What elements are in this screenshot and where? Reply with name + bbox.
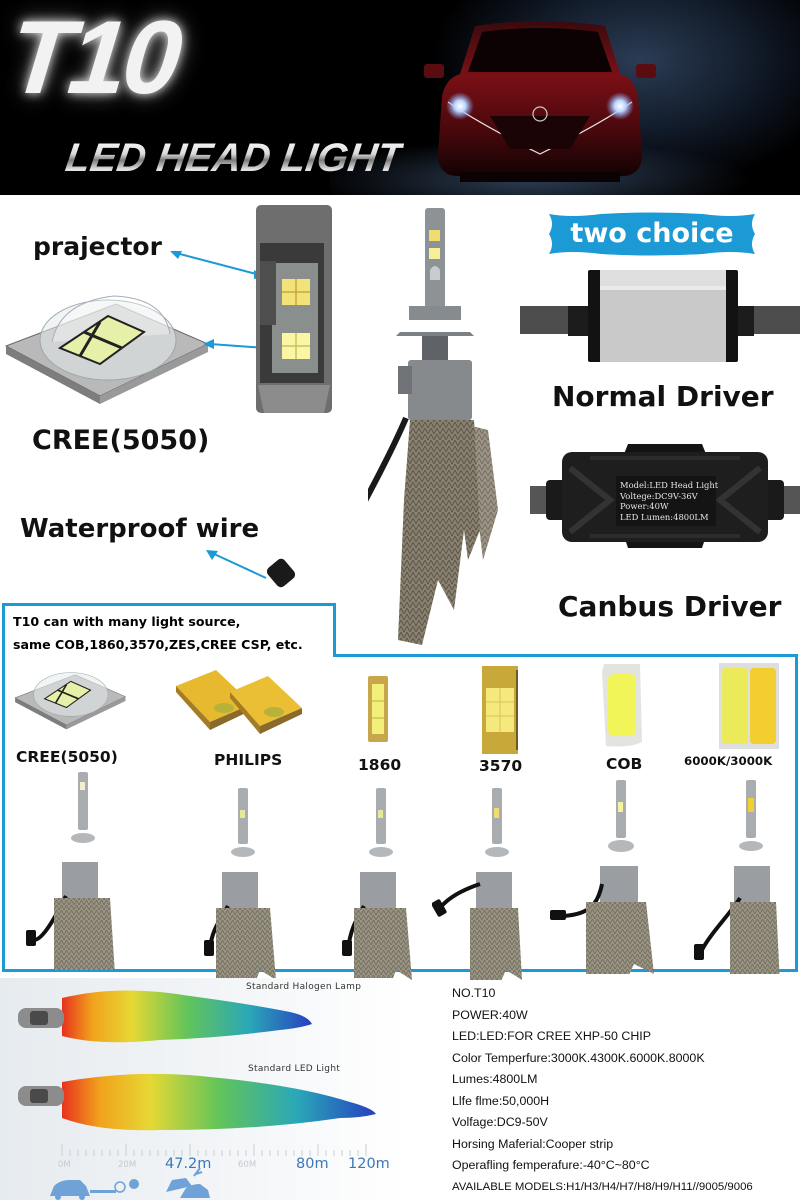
- spec-available-models: AVAILABLE MODELS:H1/H3/H4/H7/H8/H9/H11//…: [452, 1180, 753, 1193]
- two-choice-badge: [549, 212, 755, 256]
- chip-cob-icon: [602, 664, 642, 747]
- canbus-driver-image: [530, 444, 800, 548]
- cree-5050-chip-icon: [14, 672, 126, 730]
- frame-top-border: [333, 654, 798, 657]
- car-icon-halogen: [18, 1008, 64, 1028]
- canbus-print-power: Power:40W: [620, 501, 669, 511]
- normal-driver-label: Normal Driver: [552, 380, 774, 413]
- source-label-6000k-3000k: 6000K/3000K: [684, 754, 773, 768]
- scale-20m: 20M: [118, 1160, 137, 1170]
- waterproof-connector-icon: [266, 558, 296, 588]
- source-label-1860: 1860: [358, 756, 402, 774]
- scale-47m: 47.2m: [165, 1156, 212, 1172]
- source-label-cob: COB: [606, 755, 643, 773]
- spec-voltage: Volfage:DC9-50V: [452, 1115, 548, 1129]
- bulb-philips-variant-image: [204, 788, 276, 980]
- car-icon-led: [18, 1086, 64, 1106]
- waterproof-wire-label: Waterproof wire: [20, 514, 260, 544]
- hero-banner: T10 LED HEAD LIGHT: [0, 0, 800, 195]
- bulb-cree-variant-image: [26, 772, 115, 970]
- bulb-cob-variant-image: [550, 780, 654, 974]
- spec-model: NO.T10: [452, 986, 496, 1000]
- spec-led: LED:LED:FOR CREE XHP-50 CHIP: [452, 1029, 651, 1043]
- bulb-6000k-3000k-variant-image: [694, 780, 780, 974]
- two-choice-text: two choice: [570, 218, 734, 249]
- spec-housing-material: Horsing Maferial:Cooper strip: [452, 1136, 614, 1151]
- hero-subtitle: LED HEAD LIGHT: [62, 136, 405, 180]
- canbus-print-voltage: Voltege:DC9V-36V: [620, 490, 698, 501]
- projector-arrow-icon: [170, 251, 266, 279]
- main-bulb-image: [368, 208, 498, 645]
- scale-120m: 120m: [348, 1156, 390, 1172]
- spec-lumens: Lumes:4800LM: [452, 1072, 538, 1086]
- bulb-1860-variant-image: [342, 788, 412, 980]
- waterproof-arrow-icon: [206, 550, 267, 579]
- chip-3570-icon: [482, 666, 518, 754]
- spec-life-time: Llfe flme:50,000H: [452, 1093, 550, 1108]
- spec-list: NO.T10 POWER:40W LED:LED:FOR CREE XHP-50…: [452, 983, 800, 1198]
- chip-1860-icon: [368, 676, 388, 742]
- projector-label: prajector: [33, 232, 162, 261]
- scale-80m: 80m: [296, 1156, 329, 1172]
- halogen-caption: Standard Halogen Lamp: [246, 982, 362, 992]
- source-label-philips: PHILIPS: [214, 751, 283, 769]
- canbus-driver-label: Canbus Driver: [558, 590, 782, 623]
- canbus-driver-specs: Model:LED Head Light Voltege:DC9V-36V Po…: [620, 480, 720, 522]
- beam-pattern-graphic: [18, 990, 376, 1200]
- callout-line-1: T10 can with many light source,: [13, 614, 241, 629]
- source-label-3570: 3570: [479, 757, 523, 775]
- cree-label: CREE(5050): [32, 425, 210, 456]
- car-front-image: [424, 21, 656, 182]
- spec-color-temperature: Color Temperfure:3000K.4300K.6000K.8000K: [452, 1050, 705, 1065]
- normal-driver-image: [520, 270, 800, 362]
- canbus-print-model: Model:LED Head Light: [620, 480, 719, 490]
- hero-title: T10: [3, 0, 184, 116]
- callout-line-2: same COB,1860,3570,ZES,CREE CSP, etc.: [13, 637, 303, 652]
- led-caption: Standard LED Light: [248, 1064, 341, 1074]
- scale-60m: 60M: [238, 1160, 257, 1170]
- collision-illustration-icon: [166, 1167, 210, 1198]
- light-source-callout: T10 can with many light source, same COB…: [2, 603, 336, 657]
- spec-power: POWER:40W: [452, 1007, 528, 1022]
- led-closeup-image: [256, 205, 332, 413]
- bulb-3570-variant-image: [432, 788, 522, 980]
- canbus-print-lumen: LED Lumen:4800LM: [620, 511, 709, 522]
- braking-illustration-icon: [50, 1179, 139, 1200]
- chip-6000k-3000k-icon: [719, 663, 779, 749]
- philips-chip-icon: [176, 670, 302, 734]
- beam-comparison-panel: Standard Halogen Lamp Standard LED Light…: [0, 978, 405, 1200]
- source-label-cree: CREE(5050): [16, 748, 118, 766]
- spec-operating-temperature: Operafling femperafure:-40°C~80°C: [452, 1158, 650, 1172]
- scale-0m: 0M: [58, 1160, 71, 1170]
- cree-chip-image: [4, 295, 209, 404]
